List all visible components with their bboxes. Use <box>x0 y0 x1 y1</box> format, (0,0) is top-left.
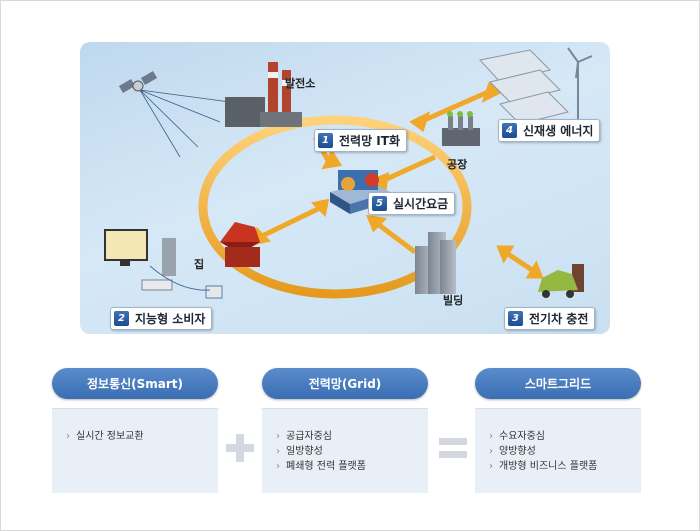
solar-panel-icon <box>479 49 569 125</box>
label-ev-charging: 3 전기차 충전 <box>504 307 596 330</box>
column-grid-panel: 공급자중심 일방향성 폐쇄형 전력 플랫폼 <box>262 408 428 493</box>
satellite-icon <box>118 71 158 93</box>
label-number: 4 <box>502 123 517 138</box>
label-text: 지능형 소비자 <box>135 312 206 326</box>
label-smart-consumer: 2 지능형 소비자 <box>110 307 213 330</box>
list-item: 수요자중심 <box>489 429 641 444</box>
plus-sign-icon <box>226 434 254 462</box>
list-item: 폐쇄형 전력 플랫폼 <box>276 459 428 474</box>
label-number: 5 <box>372 196 387 211</box>
connection-arrows <box>252 81 544 279</box>
column-smart-title: 정보통신(Smart) <box>52 368 218 399</box>
label-realtime-pricing: 5 실시간요금 <box>368 192 456 215</box>
column-smart-list: 실시간 정보교환 <box>52 409 218 444</box>
wind-turbine-icon <box>567 47 593 130</box>
factory-label: 공장 <box>447 158 468 171</box>
label-text: 실시간요금 <box>393 197 449 211</box>
label-grid-it: 1 전력망 IT화 <box>314 129 407 152</box>
label-number: 3 <box>508 311 523 326</box>
column-smartgrid-list: 수요자중심 양방향성 개방형 비즈니스 플랫폼 <box>475 409 641 474</box>
list-item: 개방형 비즈니스 플랫폼 <box>489 459 641 474</box>
satellite-beams <box>139 89 231 158</box>
list-item: 공급자중심 <box>276 429 428 444</box>
column-grid-list: 공급자중심 일방향성 폐쇄형 전력 플랫폼 <box>262 409 428 474</box>
power-plant-label: 발전소 <box>285 77 316 90</box>
smart-device-icons <box>104 229 223 299</box>
electric-car-icon <box>538 264 584 298</box>
factory-icon <box>442 111 480 146</box>
column-grid-title: 전력망(Grid) <box>262 368 428 399</box>
column-smart-panel: 실시간 정보교환 <box>52 408 218 493</box>
smart-grid-diagram: 발전소 공장 집 빌딩 1 전력망 IT화 4 신재생 에너지 5 실시간요금 … <box>80 42 610 334</box>
grid-ring <box>198 115 472 299</box>
list-item: 양방향성 <box>489 444 641 459</box>
office-building-icon <box>415 232 456 294</box>
label-text: 신재생 에너지 <box>523 124 594 138</box>
equals-sign-icon <box>439 438 467 458</box>
list-item: 실시간 정보교환 <box>66 429 218 444</box>
column-smartgrid-panel: 수요자중심 양방향성 개방형 비즈니스 플랫폼 <box>475 408 641 493</box>
label-number: 2 <box>114 311 129 326</box>
diagram-artwork <box>104 47 593 299</box>
label-renewable-energy: 4 신재생 에너지 <box>498 119 601 142</box>
power-plant-icon <box>225 62 302 127</box>
label-number: 1 <box>318 133 333 148</box>
label-text: 전기차 충전 <box>529 312 589 326</box>
building-label: 빌딩 <box>443 294 464 307</box>
home-label: 집 <box>194 258 205 271</box>
house-icon <box>220 222 260 267</box>
list-item: 일방향성 <box>276 444 428 459</box>
label-text: 전력망 IT화 <box>339 134 400 148</box>
column-smartgrid-title: 스마트그리드 <box>475 368 641 399</box>
